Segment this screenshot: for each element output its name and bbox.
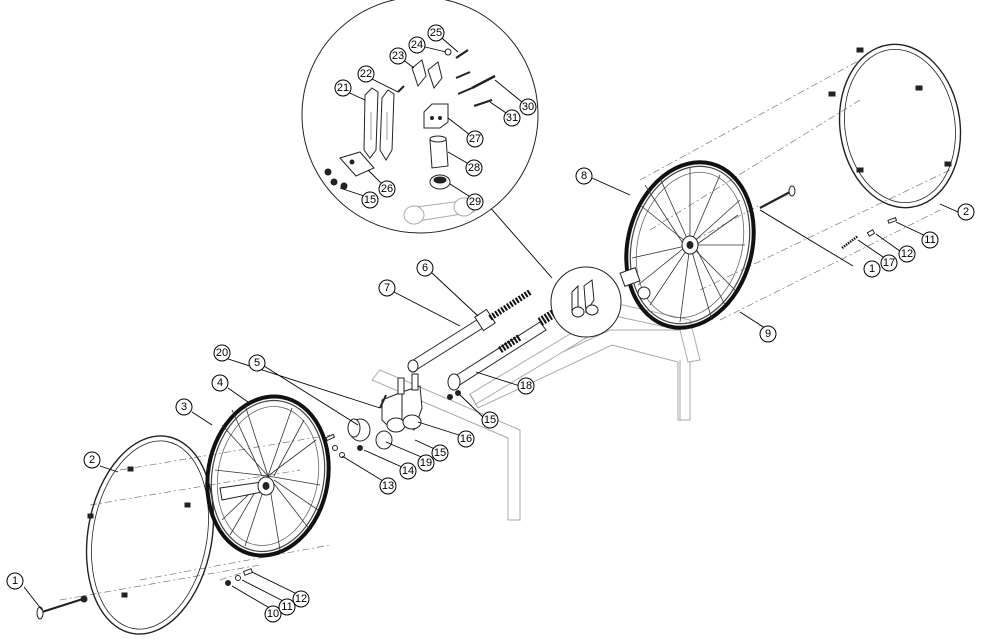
callout-label: 20: [216, 347, 228, 359]
callout-label: 12: [295, 593, 307, 605]
callout-label: 16: [460, 433, 472, 445]
callout-26: 26: [378, 180, 396, 198]
callout-30: 30: [519, 98, 537, 116]
callout-label: 10: [267, 608, 279, 620]
callout-6: 6: [416, 259, 434, 277]
callout-label: 25: [430, 27, 442, 39]
callout-19: 19: [417, 454, 435, 472]
callout-12-right: 12: [898, 245, 916, 263]
callout-label: 28: [468, 162, 480, 174]
center-clamp: [379, 373, 423, 433]
callout-5: 5: [248, 354, 266, 372]
callout-label: 1: [869, 263, 875, 275]
callout-3: 3: [175, 398, 193, 416]
callout-label: 3: [181, 401, 187, 413]
callout-label: 5: [254, 357, 260, 369]
callout-17: 17: [880, 254, 898, 272]
callout-label: 15: [434, 447, 446, 459]
callout-label: 13: [382, 480, 394, 492]
callout-label: 23: [392, 50, 404, 62]
right-hand-rim: [828, 43, 962, 209]
callout-13: 13: [379, 477, 397, 495]
callout-label: 15: [484, 414, 496, 426]
callout-18: 18: [517, 377, 535, 395]
callout-7: 7: [378, 279, 396, 297]
callout-label: 6: [422, 262, 428, 274]
callout-label: 30: [522, 101, 534, 113]
callout-2-left: 2: [83, 451, 101, 469]
callout-21: 21: [334, 79, 352, 97]
callout-label: 27: [469, 133, 481, 145]
detail-leader-line: [487, 204, 553, 279]
callout-27: 27: [466, 130, 484, 148]
callout-label: 4: [217, 377, 223, 389]
callout-11-left: 11: [278, 598, 296, 616]
callout-20: 20: [213, 344, 231, 362]
callout-label: 18: [520, 380, 532, 392]
callout-28: 28: [465, 159, 483, 177]
callout-label: 2: [89, 454, 95, 466]
callout-15-center: 15: [431, 444, 449, 462]
left-wheel: [205, 394, 331, 558]
callout-label: 9: [765, 328, 771, 340]
callout-22: 22: [357, 65, 375, 83]
callout-label: 7: [384, 282, 390, 294]
callout-12-left: 12: [292, 590, 310, 608]
callout-label: 12: [901, 248, 913, 260]
callout-29: 29: [466, 193, 484, 211]
callout-4: 4: [211, 374, 229, 392]
callout-14: 14: [399, 462, 417, 480]
callout-label: 31: [506, 112, 518, 124]
callout-label: 19: [420, 457, 432, 469]
callout-9: 9: [759, 325, 777, 343]
callout-label: 14: [402, 465, 414, 477]
callout-label: 22: [360, 68, 372, 80]
callout-31: 31: [503, 109, 521, 127]
callout-1-right: 1: [863, 260, 881, 278]
callout-label: 2: [963, 206, 969, 218]
callout-label: 29: [469, 196, 481, 208]
callout-label: 21: [337, 82, 349, 94]
callout-label: 15: [364, 194, 376, 206]
callout-8: 8: [575, 167, 593, 185]
right-wheel: [624, 160, 756, 330]
callout-16: 16: [457, 430, 475, 448]
left-hardware: [225, 418, 393, 586]
detail-zoom-circle: [550, 266, 622, 338]
detail-enlarged-circle: [301, 0, 539, 234]
callout-15-right: 15: [481, 411, 499, 429]
callout-10: 10: [264, 605, 282, 623]
left-hand-rim: [85, 435, 215, 635]
callout-23: 23: [389, 47, 407, 65]
callout-15-detail: 15: [361, 191, 379, 209]
callout-label: 11: [281, 601, 292, 613]
callout-label: 17: [883, 257, 895, 269]
callout-leader-lines: [23, 32, 959, 611]
callout-11-right: 11: [921, 231, 939, 249]
callout-label: 11: [924, 234, 935, 246]
callout-25: 25: [427, 24, 445, 42]
callout-label: 26: [381, 183, 393, 195]
callout-24: 24: [408, 36, 426, 54]
right-hardware: [619, 185, 898, 300]
callout-1-left: 1: [6, 572, 24, 590]
assembly-axis-lines: [59, 59, 951, 601]
callout-label: 8: [581, 170, 587, 182]
callout-label: 24: [411, 39, 423, 51]
callout-label: 1: [12, 575, 18, 587]
callout-2-right: 2: [957, 203, 975, 221]
